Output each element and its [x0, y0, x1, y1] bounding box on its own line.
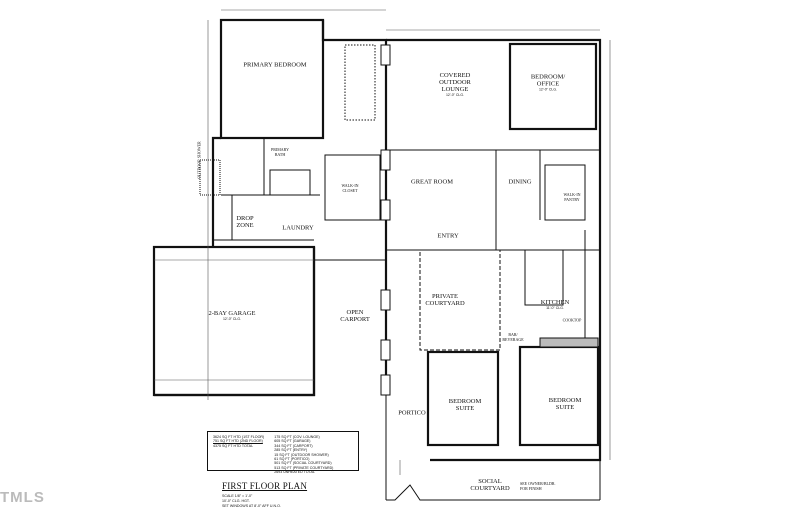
room-name: KITCHEN: [540, 299, 570, 306]
room-name: 2-BAY GARAGE: [208, 310, 256, 317]
ceiling-height: 12'-0" CLG.: [222, 317, 242, 321]
room-primary-bedroom: PRIMARY BEDROOM: [243, 61, 307, 69]
watermark-logo: TMLS: [0, 489, 45, 506]
room-walkin-pantry: WALK-IN PANTRY: [563, 192, 581, 202]
note-scale: SCALE 1/8" = 1'-0": [222, 494, 253, 498]
ceiling-height: 11'-0" CLG.: [546, 306, 564, 310]
room-dining: DINING: [508, 178, 532, 186]
ceiling-height: 12'-0" CLG.: [538, 87, 558, 92]
room-bedroom-suite: BEDROOM SUITE: [548, 397, 582, 411]
unheated-areas: 175 SQ FT (COV. LOUNGE) 605 SQ FT (GARAG…: [274, 435, 334, 474]
room-portico: PORTICO: [398, 409, 426, 417]
heated-areas: 3624 SQ FT HTD (1ST FLOOR) 751 SQ FT HTD…: [213, 435, 264, 467]
room-walkin-closet: WALK-IN CLOSET: [341, 183, 359, 193]
legend-line: 513 SQ FT (PRIVATE COURTYARD): [274, 465, 334, 470]
columns: [380, 44, 391, 396]
room-drop-zone: DROP ZONE: [236, 215, 254, 229]
legend-line: 285 SQ FT (ENTRY): [274, 448, 308, 453]
room-private-courtyard: PRIVATE COURTYARD: [425, 293, 465, 307]
note-windows: SET WINDOWS AT 8'-0" AFF U.N.O.: [222, 504, 281, 508]
label-cooktop: COOKTOP: [562, 317, 582, 323]
room-bar-beverage: BAR/ BEVERAGE: [502, 332, 524, 342]
label-outdoor-shower: OUTDOOR SHOWER: [196, 141, 202, 179]
room-great-room: GREAT ROOM: [411, 178, 453, 186]
legend-line: 344 SQ FT (CARPORT): [274, 443, 313, 448]
legend-line: 4375 SQ FT HTD TOTAL: [213, 443, 254, 448]
area-legend: 3624 SQ FT HTD (1ST FLOOR) 751 SQ FT HTD…: [207, 431, 359, 474]
room-social-courtyard: SOCIAL COURTYARD: [470, 478, 510, 492]
room-name: BEDROOM/ OFFICE: [530, 73, 566, 88]
room-bedroom-suite: BEDROOM SUITE: [448, 398, 482, 412]
dimension-lines: [154, 9, 611, 475]
legend-line: 501 SQ FT (SOCIAL COURTYARD): [274, 461, 332, 466]
plan-title: FIRST FLOOR PLAN: [222, 481, 308, 491]
interior-walls: [199, 44, 601, 501]
legend-line: 751 SQ FT HTD (2ND FLOOR): [213, 439, 263, 444]
legend-line: 605 SQ FT (GARAGE): [274, 439, 311, 444]
legend-line: 2693 UNHEATED TOTAL: [274, 470, 315, 475]
legend-line: 175 SQ FT (COV. LOUNGE): [274, 435, 320, 439]
room-carport: OPEN CARPORT: [340, 309, 370, 323]
legend-line: 3624 SQ FT HTD (1ST FLOOR): [213, 435, 265, 439]
legend-line: 61 SQ FT (PORTICO): [274, 457, 310, 462]
plan-notes: SCALE 1/8" = 1'-0" 10'-0" CLG. HGT. SET …: [222, 494, 281, 509]
room-entry: ENTRY: [437, 232, 459, 240]
note-ceiling: 10'-0" CLG. HGT.: [222, 499, 250, 503]
ceiling-height: 12'-0" CLG.: [445, 93, 465, 97]
legend-line: 15 SQ FT (OUTDOOR SHOWER): [274, 452, 329, 457]
finish-note: SEE OWNER/BLDR. FOR FINISH: [520, 481, 556, 491]
room-name: COVERED OUTDOOR LOUNGE: [439, 72, 471, 93]
room-primary-bath: PRIMARY BATH: [270, 147, 289, 157]
room-laundry: LAUNDRY: [282, 224, 314, 232]
